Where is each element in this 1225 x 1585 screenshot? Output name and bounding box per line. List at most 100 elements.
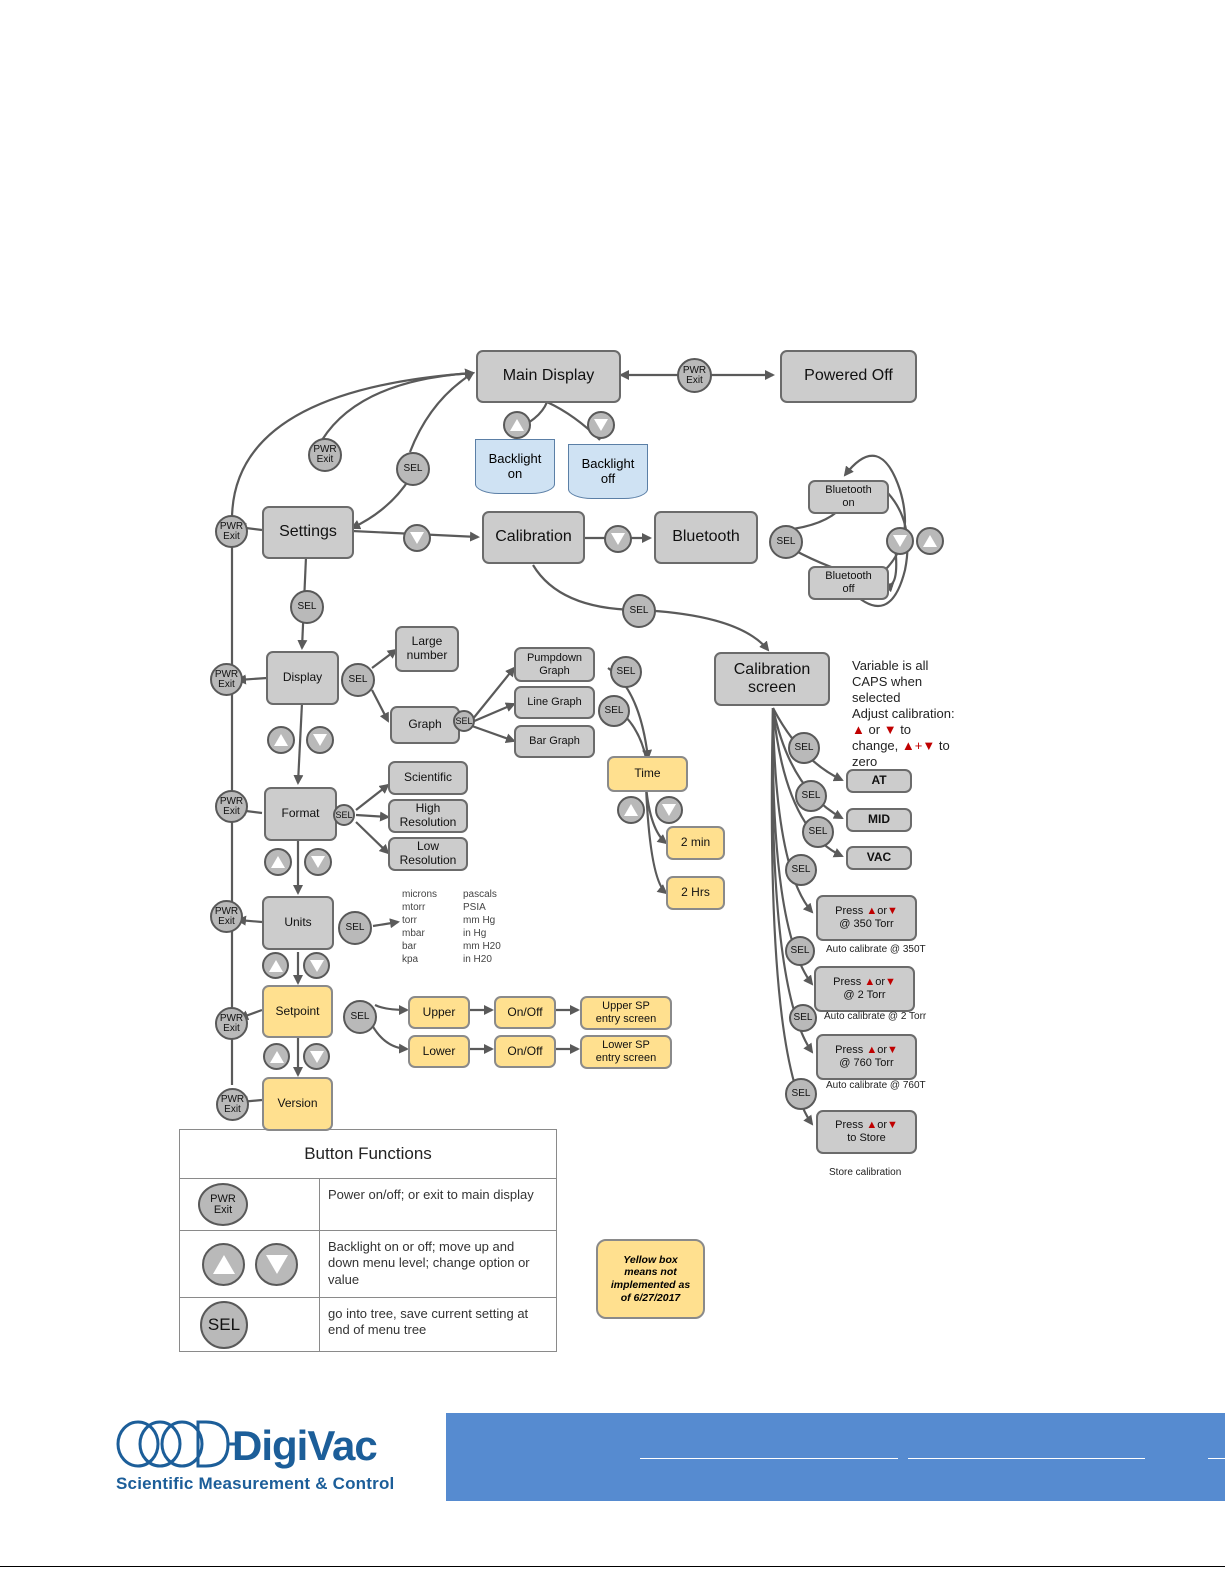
line-graph-node[interactable]: Line Graph (514, 686, 595, 719)
up-arrow-button[interactable] (617, 796, 645, 824)
backlight-off-node[interactable]: Backlight off (568, 444, 648, 499)
down-arrow-button[interactable] (303, 1043, 330, 1070)
press-350-node[interactable]: Press ▲or▼@ 350 Torr (816, 895, 917, 941)
up-arrow-button[interactable] (262, 952, 289, 979)
up-arrow-button[interactable] (916, 527, 944, 555)
sel-button[interactable]: SEL (789, 1004, 817, 1032)
digivac-logo: DigiVac (232, 1422, 378, 1469)
calibration-screen-node[interactable]: Calibration screen (714, 652, 830, 706)
format-node[interactable]: Format (264, 787, 337, 841)
unit-option[interactable]: in Hg (463, 928, 487, 939)
down-arrow-button[interactable] (304, 848, 332, 876)
sel-button[interactable]: SEL (343, 1000, 377, 1034)
up-arrow-button[interactable] (503, 411, 531, 439)
calibration-node[interactable]: Calibration (482, 511, 585, 564)
unit-option[interactable]: pascals (463, 889, 497, 900)
sel-button[interactable]: SEL (795, 780, 827, 812)
version-node[interactable]: Version (262, 1077, 333, 1131)
upper-on-off-node[interactable]: On/Off (494, 996, 556, 1029)
up-arrow-button[interactable] (264, 848, 292, 876)
pwr-exit-button[interactable]: PWR Exit (308, 438, 342, 472)
press-2-node[interactable]: Press ▲or▼@ 2 Torr (814, 966, 915, 1012)
vac-node[interactable]: VAC (846, 846, 912, 870)
pwr-exit-button[interactable]: PWR Exit (215, 515, 248, 548)
unit-option[interactable]: mtorr (402, 902, 426, 913)
up-arrow-button[interactable] (267, 726, 295, 754)
high-resolution-node[interactable]: High Resolution (388, 799, 468, 833)
scientific-node[interactable]: Scientific (388, 761, 468, 795)
unit-option[interactable]: in H20 (463, 954, 492, 965)
press-store-node[interactable]: Press ▲or▼to Store (816, 1110, 917, 1154)
upper-node[interactable]: Upper (408, 996, 470, 1029)
sel-button[interactable]: SEL (785, 1078, 817, 1110)
lower-node[interactable]: Lower (408, 1035, 470, 1068)
down-arrow-button[interactable] (303, 952, 330, 979)
at-node[interactable]: AT (846, 769, 912, 793)
up-arrow-button[interactable] (263, 1043, 290, 1070)
press-760-node[interactable]: Press ▲or▼@ 760 Torr (816, 1034, 917, 1080)
auto-calibrate-350-caption: Auto calibrate @ 350T (826, 944, 926, 955)
sel-button[interactable]: SEL (785, 936, 815, 966)
pwr-exit-button[interactable]: PWR Exit (677, 358, 712, 393)
up-arrow-icon (271, 856, 285, 868)
lower-on-off-node[interactable]: On/Off (494, 1035, 556, 1068)
pwr-exit-button[interactable]: PWR Exit (215, 790, 248, 823)
unit-option[interactable]: kpa (402, 954, 419, 965)
bluetooth-off-node[interactable]: Bluetooth off (808, 566, 889, 600)
sel-button[interactable]: SEL (785, 854, 817, 886)
down-arrow-button[interactable] (886, 527, 914, 555)
unit-option[interactable]: torr (402, 915, 417, 926)
settings-node[interactable]: Settings (262, 506, 354, 559)
sel-button[interactable]: SEL (622, 594, 656, 628)
sel-button[interactable]: SEL (338, 911, 372, 945)
pumpdown-graph-node[interactable]: Pumpdown Graph (514, 647, 595, 682)
main-display-node[interactable]: Main Display (476, 350, 621, 403)
display-node[interactable]: Display (266, 651, 339, 705)
up-arrow-icon (274, 734, 288, 746)
unit-option[interactable]: bar (402, 941, 417, 952)
powered-off-node[interactable]: Powered Off (780, 350, 917, 403)
setpoint-node[interactable]: Setpoint (262, 985, 333, 1038)
unit-option[interactable]: mm Hg (463, 915, 496, 926)
sel-button[interactable]: SEL (341, 663, 375, 697)
pwr-exit-button[interactable]: PWR Exit (215, 1007, 248, 1040)
time-node[interactable]: Time (607, 756, 688, 792)
sel-button[interactable]: SEL (290, 590, 324, 624)
pwr-exit-button[interactable]: PWR Exit (216, 1088, 249, 1121)
sel-button[interactable]: SEL (788, 732, 820, 764)
units-node[interactable]: Units (262, 896, 334, 950)
unit-option[interactable]: PSIA (463, 902, 486, 913)
backlight-on-node[interactable]: Backlight on (475, 439, 555, 494)
two-min-node[interactable]: 2 min (666, 826, 725, 860)
down-arrow-button[interactable] (587, 411, 615, 439)
unit-option[interactable]: mm H20 (463, 941, 501, 952)
sel-button[interactable]: SEL (610, 656, 642, 688)
down-arrow-button[interactable] (306, 726, 334, 754)
down-arrow-button[interactable] (403, 524, 431, 552)
pwr-exit-button[interactable]: PWR Exit (210, 900, 243, 933)
mid-node[interactable]: MID (846, 808, 912, 832)
two-hrs-node[interactable]: 2 Hrs (666, 876, 725, 910)
low-resolution-node[interactable]: Low Resolution (388, 837, 468, 871)
sel-button[interactable]: SEL (769, 525, 803, 559)
bluetooth-on-node[interactable]: Bluetooth on (808, 480, 889, 514)
down-arrow-button[interactable] (655, 796, 683, 824)
sel-button[interactable]: SEL (333, 804, 355, 826)
sel-legend-icon: SEL (200, 1300, 248, 1349)
table-cell: PWR Exit (179, 1178, 320, 1231)
large-number-node[interactable]: Large number (395, 626, 459, 672)
bluetooth-node[interactable]: Bluetooth (654, 511, 758, 564)
unit-option[interactable]: microns (402, 889, 438, 900)
upper-sp-entry-node[interactable]: Upper SP entry screen (580, 996, 672, 1030)
unit-option[interactable]: mbar (402, 928, 425, 939)
sel-button[interactable]: SEL (598, 695, 630, 727)
sel-button[interactable]: SEL (396, 452, 430, 486)
sel-button[interactable]: SEL (802, 816, 834, 848)
pwr-exit-button[interactable]: PWR Exit (210, 663, 243, 696)
bar-graph-node[interactable]: Bar Graph (514, 725, 595, 758)
down-arrow-button[interactable] (604, 525, 632, 553)
sel-button[interactable]: SEL (453, 710, 475, 732)
lower-sp-entry-node[interactable]: Lower SP entry screen (580, 1035, 672, 1069)
down-arrow-icon (311, 856, 325, 868)
